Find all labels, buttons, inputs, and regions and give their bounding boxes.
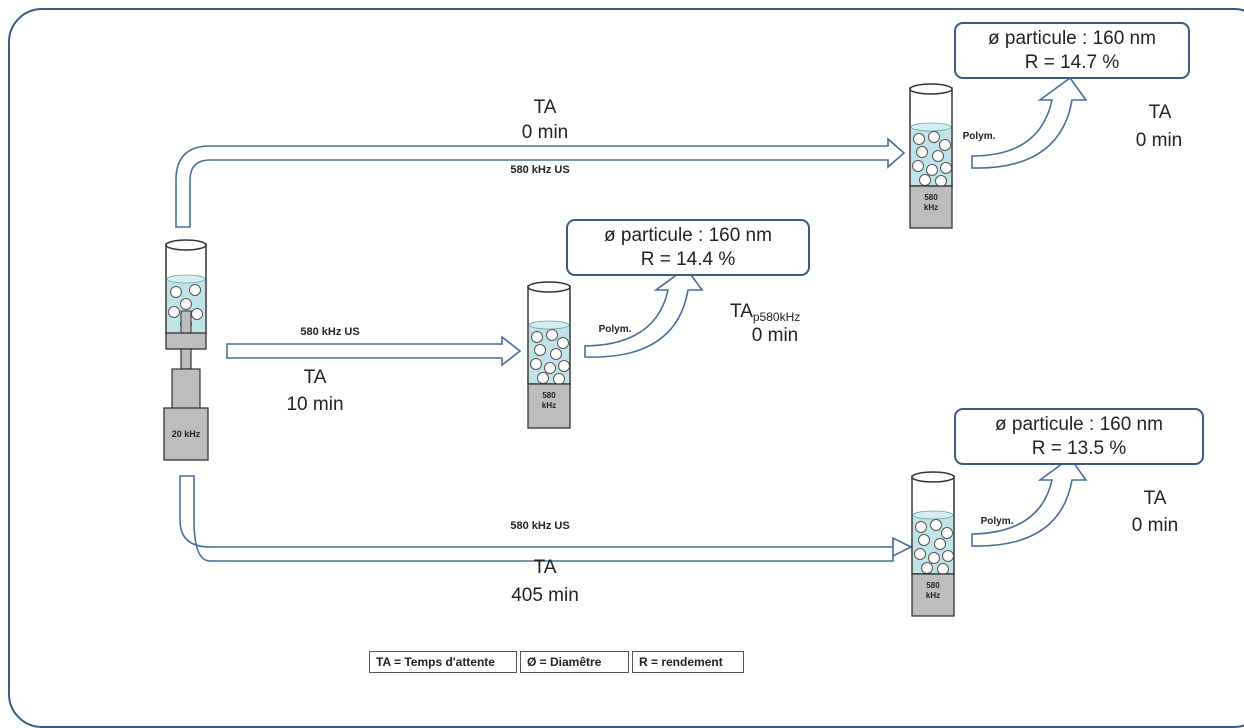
legend-yield: R = rendement (632, 651, 744, 673)
top-reactor-label-freq: 580 (924, 193, 938, 202)
middle-after-label: TAp580kHz (730, 300, 840, 325)
top-us-label: 580 kHz US (510, 164, 570, 176)
bottom-reactor-label-freq: 580 (926, 581, 940, 590)
top-result-box: ø particule : 160 nm R = 14.7 % (954, 22, 1190, 79)
top-result-yield: R = 14.7 % (1024, 52, 1120, 73)
diagram-canvas (163, 76, 1088, 617)
top-after-time: 0 min (1135, 130, 1183, 151)
middle-wait-label: TA (303, 367, 327, 388)
bottom-us-label: 580 kHz US (510, 520, 570, 532)
middle-result-diameter: ø particule : 160 nm (604, 225, 772, 246)
bottom-wait-time: 405 min (511, 585, 579, 606)
source-stage-label: 20 kHz (171, 429, 201, 439)
bottom-wait-label: TA (533, 557, 557, 578)
middle-route-arrow (226, 335, 522, 367)
bottom-route-arrow (179, 475, 914, 562)
bottom-polym-label: Polym. (980, 516, 1014, 527)
middle-reactor (527, 281, 571, 429)
bottom-reactor-label-unit: kHz (925, 591, 941, 600)
middle-reactor-label-unit: kHz (541, 401, 557, 410)
top-wait-time: 0 min (521, 122, 569, 143)
bottom-reactor-label: 580 kHz (912, 581, 954, 601)
bottom-result-yield: R = 13.5 % (1031, 438, 1127, 459)
middle-after-time: 0 min (751, 325, 799, 346)
bottom-reactor (911, 471, 955, 617)
top-result-diameter: ø particule : 160 nm (988, 28, 1156, 49)
top-polym-label: Polym. (962, 131, 996, 142)
middle-after-label-sub: p580kHz (752, 310, 801, 324)
bottom-after-time: 0 min (1131, 515, 1179, 536)
top-polym-arrow (971, 76, 1088, 169)
middle-polym-label: Polym. (598, 324, 632, 335)
bottom-polym-arrow (971, 456, 1088, 547)
bottom-result-diameter: ø particule : 160 nm (995, 414, 1163, 435)
middle-wait-time: 10 min (286, 394, 344, 415)
top-reactor (909, 83, 953, 229)
bottom-route-arrowhead (892, 536, 913, 558)
bottom-result-box: ø particule : 160 nm R = 13.5 % (954, 408, 1204, 465)
top-reactor-label: 580 kHz (910, 193, 952, 213)
middle-result-yield: R = 14.4 % (640, 249, 736, 270)
source-reactor (163, 239, 209, 461)
legend-ta: TA = Temps d'attente (369, 651, 517, 673)
bottom-after-label: TA (1143, 488, 1167, 509)
top-route-arrow (175, 137, 906, 228)
legend-diameter: Ø = Diamêtre (520, 651, 629, 673)
middle-reactor-label-freq: 580 (542, 391, 556, 400)
top-reactor-label-unit: kHz (923, 203, 939, 212)
middle-result-box: ø particule : 160 nm R = 14.4 % (566, 219, 810, 276)
middle-after-label-main: TA (730, 301, 753, 322)
middle-polym-arrow (584, 266, 704, 358)
middle-reactor-label: 580 kHz (528, 391, 570, 411)
top-after-label: TA (1148, 102, 1172, 123)
top-wait-label: TA (533, 97, 557, 118)
middle-us-label: 580 kHz US (300, 326, 360, 338)
